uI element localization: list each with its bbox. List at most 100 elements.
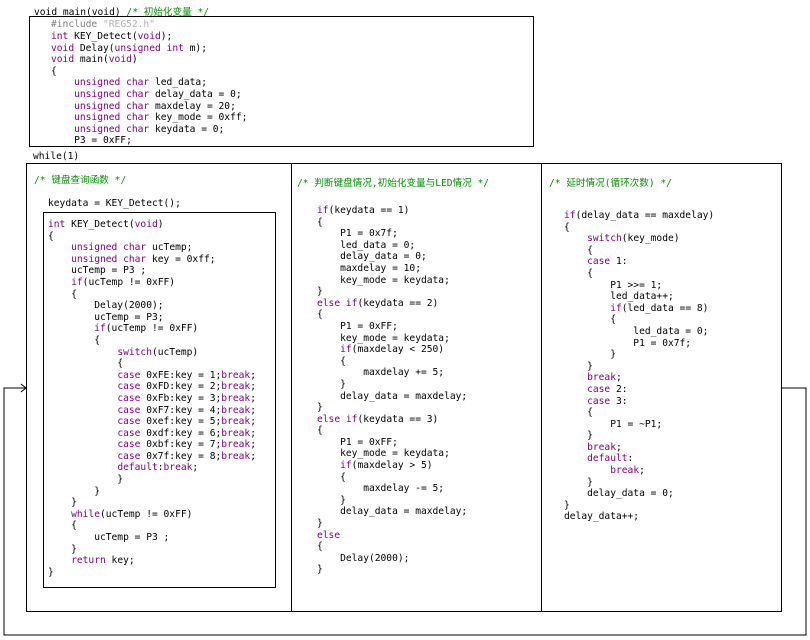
init-code: int KEY_Detect(void);void Delay(unsigned… xyxy=(51,31,247,147)
code-line: default: xyxy=(587,453,634,465)
code-line: unsigned char led_data; xyxy=(74,77,207,89)
code-line: P3 = 0xFF; xyxy=(51,135,132,147)
code-line: key_mode = keydata; xyxy=(317,448,450,460)
code-line: case 3: xyxy=(587,395,628,407)
code-line: case 0xFD:key = 2;break; xyxy=(117,381,256,393)
code-line: { xyxy=(317,309,323,321)
code-line: maxdelay = 10; xyxy=(317,262,421,274)
code-line: delay_data = 0; xyxy=(564,488,674,500)
code-line: { xyxy=(564,314,616,326)
code-line: { xyxy=(48,288,77,300)
init-code-lines: int KEY_Detect(void);void Delay(unsigned… xyxy=(51,31,247,147)
code-line: unsigned char ucTemp; xyxy=(71,242,193,254)
code-line: { xyxy=(317,471,346,483)
code-line: switch(key_mode) xyxy=(587,233,680,245)
loop-label: while(1) xyxy=(33,151,80,162)
code-line: if(maxdelay < 250) xyxy=(340,344,445,356)
code-line: case 0xF7:key = 4;break; xyxy=(117,404,256,416)
code-line: { xyxy=(564,221,570,233)
column-3-comment: /* 延时情况(循环次数) */ xyxy=(549,178,672,189)
code-line: unsigned char key_mode = 0xff; xyxy=(74,112,248,124)
loop-container: /* 键盘查询函数 */ keydata = KEY_Detect(); int… xyxy=(26,163,782,612)
code-line: case 0xef:key = 5;break; xyxy=(117,416,256,428)
code-line: Delay(2000); xyxy=(317,552,410,564)
key-detect-function-box: int KEY_Detect(void) { unsigned char ucTe… xyxy=(43,212,276,588)
code-line: } xyxy=(564,430,593,442)
code-line: { xyxy=(564,267,593,279)
code-line: while(ucTemp != 0xFF) xyxy=(71,508,193,520)
code-line: ucTemp = P3 ; xyxy=(48,265,147,277)
code-line: { xyxy=(317,216,323,228)
code-line: unsigned char key = 0xff; xyxy=(71,253,216,265)
code-line: case 0xdf:key = 6;break; xyxy=(117,427,256,439)
code-line: unsigned char delay_data = 0; xyxy=(74,88,242,100)
code-line: { xyxy=(564,244,593,256)
code-line: if(led_data == 8) xyxy=(610,302,709,314)
code-line: P1 = 0x7f; xyxy=(317,228,398,240)
code-line: led_data++; xyxy=(564,291,674,303)
delay-handler-code: if(delay_data == maxdelay){ switch(key_m… xyxy=(564,210,714,523)
code-line: { xyxy=(317,355,346,367)
column-divider-2 xyxy=(541,164,542,611)
code-line: switch(ucTemp) xyxy=(117,346,199,358)
code-line: case 0xFb:key = 3;break; xyxy=(117,392,256,404)
code-line: P1 = ~P1; xyxy=(564,418,663,430)
column-1-comment: /* 键盘查询函数 */ xyxy=(34,175,127,186)
code-line: P1 = 0xFF; xyxy=(317,436,398,448)
code-line: { xyxy=(48,334,100,346)
code-line: } xyxy=(317,494,346,506)
code-line: if(ucTemp != 0xFF) xyxy=(71,276,176,288)
code-line: } xyxy=(317,518,323,530)
code-line: } xyxy=(48,474,124,486)
code-line: Delay(2000); xyxy=(48,300,164,312)
code-line: case 2: xyxy=(587,383,628,395)
code-line: break; xyxy=(587,372,622,384)
code-line: { xyxy=(317,541,323,553)
key-detect-call: keydata = KEY_Detect(); xyxy=(48,198,181,209)
code-line: case 0x7f:key = 8;break; xyxy=(117,450,256,462)
code-line: delay_data = maxdelay; xyxy=(317,506,468,518)
code-line: led_data = 0; xyxy=(564,325,709,337)
code-line: delay_data = 0; xyxy=(317,251,427,263)
code-line: } xyxy=(317,402,323,414)
code-line: case 0xFE:key = 1;break; xyxy=(117,369,256,381)
init-block: #include "REG52.h" int KEY_Detect(void);… xyxy=(29,16,534,147)
code-line: void Delay(unsigned int m); xyxy=(51,42,207,54)
code-line: P1 = 0xFF; xyxy=(317,320,398,332)
code-line: } xyxy=(48,485,100,497)
code-line: case 0xbf:key = 7;break; xyxy=(117,439,256,451)
include-directive: #include xyxy=(51,19,98,30)
code-line: maxdelay -= 5; xyxy=(317,483,445,495)
include-file: "REG52.h" xyxy=(103,19,155,30)
code-line: ucTemp = P3 ; xyxy=(48,532,170,544)
code-line: { xyxy=(317,425,323,437)
column-2-comment: /* 判断键盘情况,初始化变量与LED情况 */ xyxy=(297,178,490,189)
code-line: ucTemp = P3; xyxy=(48,311,164,323)
code-line: if(ucTemp != 0xFF) xyxy=(94,323,199,335)
code-line: case 1: xyxy=(587,256,628,268)
code-line: key_mode = keydata; xyxy=(317,332,450,344)
code-line: P1 = 0x7f; xyxy=(564,337,692,349)
code-line: } xyxy=(317,286,323,298)
code-line: void main(void) xyxy=(51,54,138,66)
code-line: maxdelay += 5; xyxy=(317,367,445,379)
code-line: } xyxy=(317,378,346,390)
code-line: delay_data++; xyxy=(564,511,640,523)
key-detect-code: int KEY_Detect(void) { unsigned char ucTe… xyxy=(48,219,256,578)
code-line: int KEY_Detect(void); xyxy=(51,31,173,42)
code-line: else xyxy=(317,529,341,541)
code-line: { xyxy=(51,65,57,77)
code-line: } xyxy=(564,349,616,361)
code-line: int KEY_Detect(void) xyxy=(48,219,164,230)
main-header-code: void main(void) xyxy=(34,7,121,18)
code-line: else if(keydata == 3) xyxy=(317,413,439,425)
main-header-comment: /* 初始化变量 */ xyxy=(126,7,210,18)
include-line: #include "REG52.h" xyxy=(51,19,155,31)
code-line: break; xyxy=(610,465,645,477)
main-header: void main(void) /* 初始化变量 */ xyxy=(34,4,209,18)
code-line: delay_data = maxdelay; xyxy=(317,390,468,402)
code-line: { xyxy=(48,520,77,532)
code-line: unsigned char keydata = 0; xyxy=(74,123,225,135)
code-line: } xyxy=(564,476,593,488)
code-line: default:break; xyxy=(117,462,199,474)
